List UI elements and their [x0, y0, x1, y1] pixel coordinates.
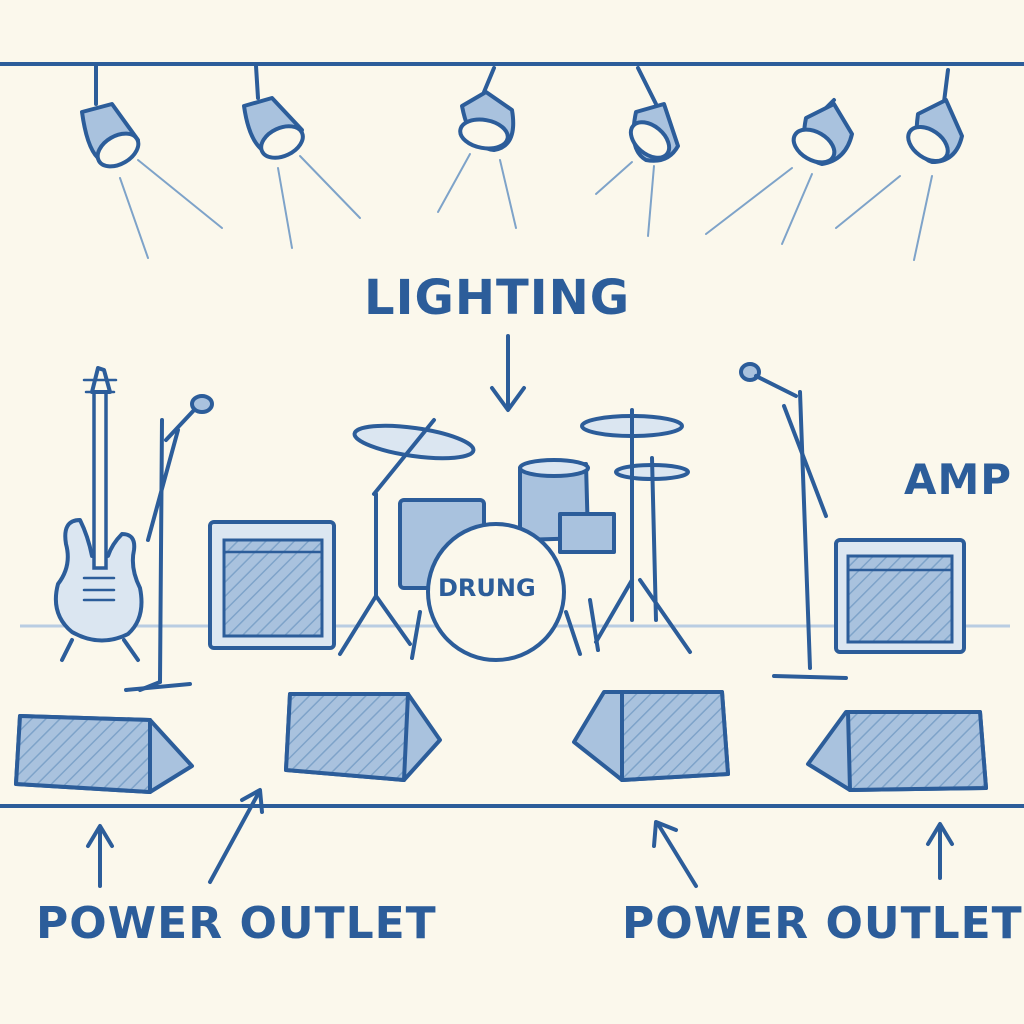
amplifier-icon — [834, 538, 966, 654]
spotlight-icon — [835, 68, 964, 261]
spotlight-icon — [705, 98, 854, 245]
mic-stand-icon — [124, 394, 214, 692]
monitor-speaker-icon — [572, 690, 730, 782]
guitar-icon — [53, 366, 144, 662]
monitor-speaker-icon — [284, 692, 442, 782]
spotlight-icon — [437, 66, 517, 229]
arrow-icon — [208, 788, 264, 884]
lighting-label: LIGHTING — [364, 270, 631, 326]
drum-label: DRUNG — [438, 574, 536, 602]
arrow-icon — [86, 824, 114, 888]
power-outlet-label-right: POWER OUTLET — [622, 898, 1023, 949]
monitor-speaker-icon — [14, 714, 194, 794]
drum-kit-icon — [338, 408, 692, 662]
arrow-icon — [490, 334, 526, 412]
spotlight-icon — [595, 66, 680, 237]
mic-stand-icon — [739, 362, 848, 680]
arrow-icon — [652, 820, 698, 888]
amp-label: AMP — [904, 455, 1013, 504]
power-outlet-label-left: POWER OUTLET — [36, 898, 437, 949]
monitor-speaker-icon — [806, 710, 988, 792]
amplifier-icon — [208, 520, 336, 650]
spotlight-icon — [242, 64, 361, 249]
spotlight-icon — [80, 64, 223, 259]
arrow-icon — [926, 822, 954, 880]
